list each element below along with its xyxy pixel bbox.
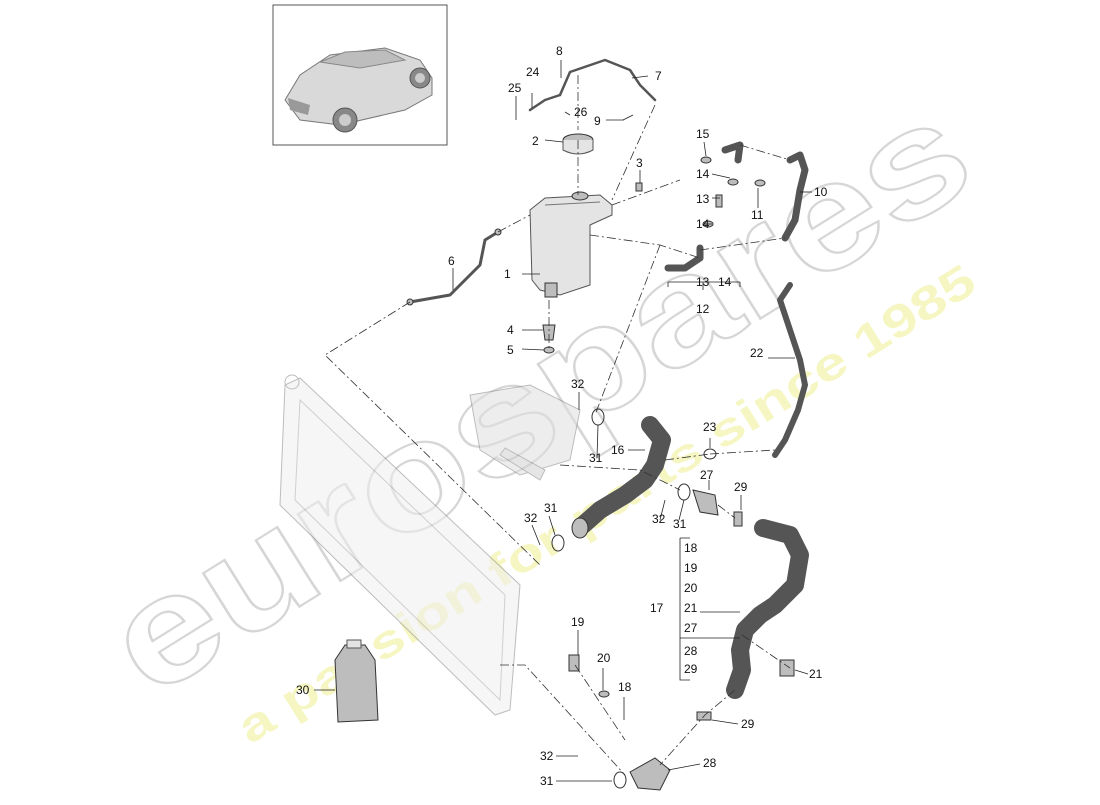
vehicle-thumbnail bbox=[272, 4, 448, 146]
callout-15: 15 bbox=[696, 127, 710, 141]
group-17-member-21: 21 bbox=[684, 601, 698, 615]
group-17-member-19: 19 bbox=[684, 561, 698, 575]
callout-5: 5 bbox=[507, 343, 514, 357]
vehicle-thumbnail-icon bbox=[284, 47, 433, 133]
callout-29b: 29 bbox=[741, 717, 755, 731]
callout-6: 6 bbox=[448, 254, 455, 268]
callout-21: 21 bbox=[809, 667, 823, 681]
callout-12: 12 bbox=[696, 302, 710, 316]
radiator bbox=[279, 374, 521, 716]
group-17-member-28: 28 bbox=[684, 644, 698, 658]
callout-32c: 32 bbox=[652, 512, 666, 526]
callout-14a: 14 bbox=[696, 167, 710, 181]
group-17-list: 18 19 20 21 27 28 29 bbox=[684, 541, 698, 676]
callout-8: 8 bbox=[556, 44, 563, 58]
callout-25: 25 bbox=[508, 81, 522, 95]
callout-4: 4 bbox=[507, 323, 514, 337]
callout-24: 24 bbox=[526, 65, 540, 79]
callout-7: 7 bbox=[655, 69, 662, 83]
callout-32d: 32 bbox=[540, 749, 554, 763]
callout-17: 17 bbox=[650, 601, 664, 615]
group-12: 13 14 bbox=[696, 275, 732, 289]
callout-14b: 14 bbox=[696, 217, 710, 231]
group-17-member-20: 20 bbox=[684, 581, 698, 595]
callout-29a: 29 bbox=[734, 480, 748, 494]
callouts: 1 2 3 4 5 6 7 8 9 10 11 12 13 14 14 15 1… bbox=[296, 44, 828, 788]
group-12-member-14: 14 bbox=[718, 275, 732, 289]
group-17-member-29: 29 bbox=[684, 662, 698, 676]
callout-31a: 31 bbox=[589, 451, 603, 465]
callout-3: 3 bbox=[636, 156, 643, 170]
callout-20: 20 bbox=[597, 651, 611, 665]
callout-16: 16 bbox=[611, 443, 625, 457]
callout-2: 2 bbox=[532, 134, 539, 148]
callout-11: 11 bbox=[751, 208, 764, 222]
callout-32a: 32 bbox=[571, 377, 585, 391]
callout-22: 22 bbox=[750, 346, 764, 360]
group-12-member-13: 13 bbox=[696, 275, 710, 289]
callout-31c: 31 bbox=[673, 517, 687, 531]
callout-31d: 31 bbox=[540, 774, 554, 788]
expansion-tank bbox=[529, 191, 613, 298]
callout-13: 13 bbox=[696, 192, 710, 206]
callout-32b: 32 bbox=[524, 511, 538, 525]
thermostat-housing bbox=[469, 384, 581, 481]
leader-lines bbox=[314, 60, 812, 782]
callout-19: 19 bbox=[571, 615, 585, 629]
callout-9: 9 bbox=[594, 114, 601, 128]
callout-30: 30 bbox=[296, 683, 310, 697]
group-17-member-18: 18 bbox=[684, 541, 698, 555]
callout-28: 28 bbox=[703, 756, 717, 770]
group-17-member-27: 27 bbox=[684, 621, 698, 635]
callout-27: 27 bbox=[700, 468, 714, 482]
coolant-bottle bbox=[334, 639, 379, 723]
callout-10: 10 bbox=[814, 185, 828, 199]
callout-1: 1 bbox=[504, 267, 511, 281]
connection-lines bbox=[324, 75, 791, 776]
callout-26: 26 bbox=[574, 105, 588, 119]
callout-18: 18 bbox=[618, 680, 632, 694]
callout-31b: 31 bbox=[544, 501, 558, 515]
callout-23: 23 bbox=[703, 420, 717, 434]
